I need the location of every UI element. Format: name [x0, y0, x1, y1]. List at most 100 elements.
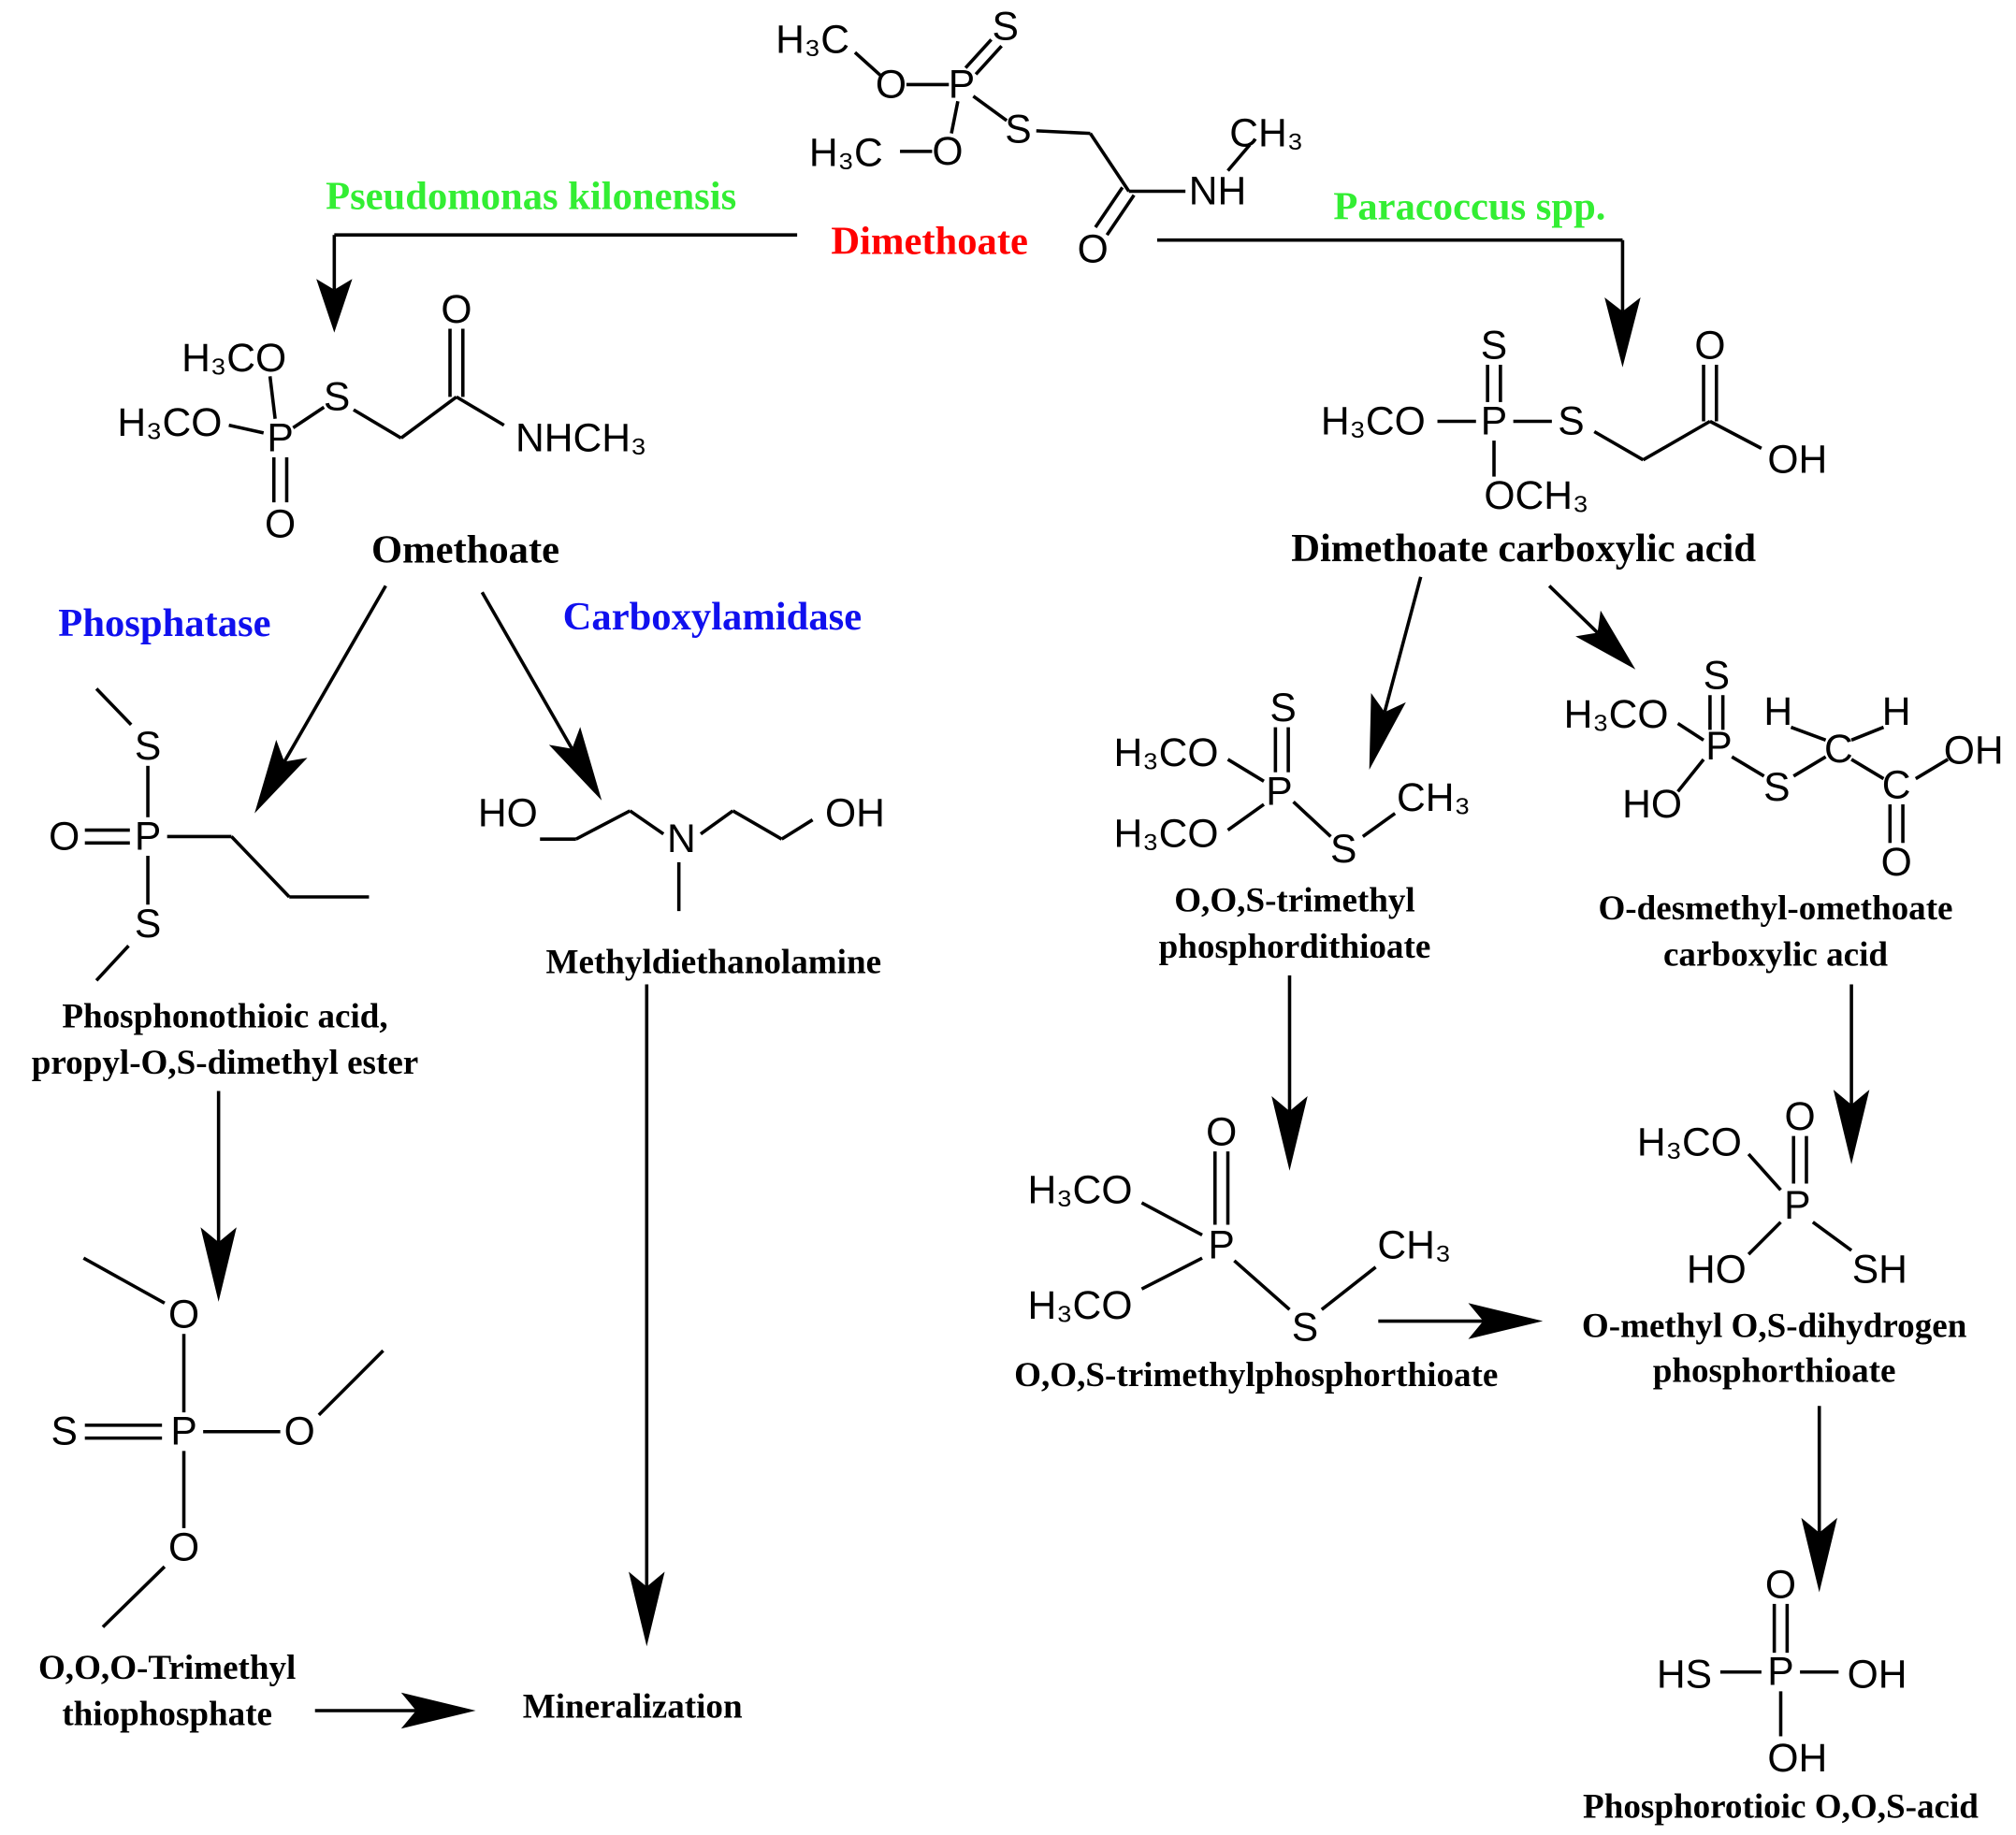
- atom-dihydrogen: HO: [1687, 1248, 1747, 1293]
- atom-phosphonothioic: P: [135, 814, 161, 859]
- bond-line: [1140, 1256, 1203, 1291]
- atom-desmethyl: H: [1763, 689, 1792, 734]
- bond-line: [353, 408, 402, 440]
- atom-dimethoate: O: [876, 62, 906, 107]
- bond-line: [1292, 800, 1332, 838]
- bond-line: [317, 1349, 384, 1417]
- atom-trimethyl-dithioate: S: [1269, 686, 1296, 730]
- atom-desmethyl: OH: [1944, 728, 2004, 773]
- atom-desmethyl: C: [1824, 727, 1853, 772]
- atom-dimethoate-acid: S: [1481, 323, 1507, 368]
- bond-line: [1731, 755, 1765, 778]
- atom-trimethyl-thiophosphate: O: [284, 1409, 315, 1454]
- label-mdea: Methyldiethanolamine: [545, 944, 881, 982]
- arrow-head: [1271, 1096, 1308, 1171]
- label-dihydrogen-line2: phosphorthioate: [1653, 1352, 1896, 1391]
- atom-dimethoate-acid: O: [1694, 323, 1725, 368]
- label-trimethyl-thioate: O,O,S-trimethylphosphorthioate: [1014, 1356, 1498, 1394]
- atom-dimethoate: H₃C: [809, 130, 883, 175]
- atom-desmethyl: HO: [1622, 782, 1682, 827]
- atom-desmethyl: H: [1882, 689, 1911, 734]
- bond-line: [574, 809, 631, 841]
- bond-line: [974, 44, 1003, 76]
- atom-omethoate: H₃CO: [181, 336, 286, 381]
- atom-trimethyl-thioate: H₃CO: [1027, 1167, 1132, 1212]
- bond-line: [950, 100, 960, 134]
- atom-trimethyl-thiophosphate: P: [170, 1409, 196, 1454]
- label-phosphonothioic-line2: propyl-O,S-dimethyl ester: [32, 1044, 419, 1082]
- atom-dihydrogen: P: [1784, 1183, 1810, 1228]
- arrow-head: [1604, 296, 1641, 368]
- atom-dimethoate: H₃C: [776, 17, 849, 62]
- label-dimethoate-acid: Dimethoate carboxylic acid: [1291, 527, 1756, 571]
- arrow-head: [629, 1571, 665, 1647]
- label-trimethyl-thiophosphate-line2: thiophosphate: [62, 1696, 272, 1734]
- atom-trimethyl-dithioate: CH₃: [1397, 775, 1471, 820]
- arrow-head: [200, 1227, 237, 1302]
- bond-line: [1642, 419, 1711, 462]
- bond-line: [780, 818, 814, 841]
- bond-line: [1811, 1221, 1853, 1252]
- bond-line: [1850, 725, 1885, 742]
- bond-line: [1709, 419, 1762, 450]
- atom-mdea: HO: [478, 791, 538, 836]
- atom-desmethyl: P: [1705, 724, 1732, 769]
- atom-desmethyl: H₃CO: [1564, 692, 1669, 737]
- label-desmethyl-line2: carboxylic acid: [1663, 935, 1888, 974]
- bond-line: [1320, 1265, 1377, 1311]
- bond-line: [732, 809, 783, 841]
- bond-line: [1088, 132, 1131, 193]
- arrow-head: [400, 1692, 476, 1729]
- atom-trimethyl-dithioate: H₃CO: [1114, 812, 1219, 857]
- bond-line: [455, 395, 505, 427]
- atom-omethoate: NHCH₃: [515, 415, 646, 460]
- bond-line: [1593, 429, 1645, 462]
- atom-phosphorotioic: OH: [1848, 1652, 1907, 1697]
- arrow-shaft: [480, 591, 574, 750]
- label-dihydrogen-line1: O-methyl O,S-dihydrogen: [1582, 1308, 1967, 1346]
- atom-omethoate: H₃CO: [117, 400, 222, 445]
- atom-omethoate: O: [265, 501, 296, 546]
- bond-line: [228, 423, 265, 435]
- atom-desmethyl: S: [1763, 765, 1790, 810]
- atom-trimethyl-dithioate: S: [1330, 827, 1356, 872]
- bond-line: [268, 376, 277, 419]
- label-omethoate: Omethoate: [371, 527, 559, 571]
- atom-dihydrogen: SH: [1852, 1248, 1907, 1293]
- bond-line: [1140, 1201, 1203, 1237]
- bond-line: [230, 835, 291, 899]
- bond-line: [964, 38, 993, 69]
- atom-dimethoate: NH: [1189, 168, 1247, 213]
- atom-omethoate: S: [324, 374, 350, 419]
- organism-paracoccus: Paracoccus spp.: [1333, 184, 1605, 228]
- arrow-head: [1468, 1303, 1544, 1339]
- atom-desmethyl: O: [1881, 840, 1912, 885]
- arrow-head: [1575, 610, 1636, 670]
- bond-line: [1914, 758, 1950, 781]
- bond-line: [853, 51, 882, 78]
- bond-line: [1850, 758, 1885, 781]
- bond-line: [972, 94, 1008, 123]
- atom-trimethyl-dithioate: H₃CO: [1114, 730, 1219, 775]
- arrow-head: [1369, 692, 1406, 770]
- atom-trimethyl-thioate: O: [1206, 1110, 1237, 1155]
- atom-dihydrogen: O: [1785, 1094, 1816, 1139]
- bond-line: [1747, 1221, 1782, 1256]
- bond-line: [1792, 755, 1827, 778]
- atom-trimethyl-thiophosphate: O: [168, 1293, 199, 1337]
- atom-dihydrogen: H₃CO: [1637, 1120, 1742, 1165]
- atom-dimethoate: S: [993, 5, 1019, 50]
- atom-trimethyl-thioate: H₃CO: [1027, 1283, 1132, 1328]
- bond-line: [399, 395, 457, 440]
- bond-line: [699, 809, 734, 836]
- atom-dimethoate: S: [1005, 108, 1031, 152]
- label-mineralization: Mineralization: [523, 1687, 743, 1726]
- bond-line: [1036, 129, 1091, 136]
- arrow-head: [548, 727, 602, 801]
- atom-phosphorotioic: P: [1767, 1650, 1793, 1695]
- bond-line: [94, 687, 133, 727]
- label-phosphorotioic: Phosphorotioic O,O,S-acid: [1583, 1788, 1979, 1827]
- substrate-name-dimethoate: Dimethoate: [831, 220, 1028, 264]
